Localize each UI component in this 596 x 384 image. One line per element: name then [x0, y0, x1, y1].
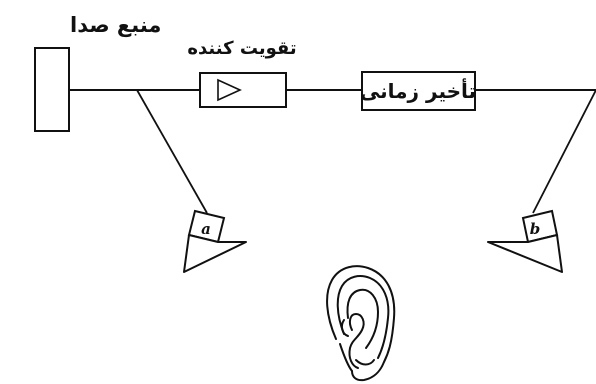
- sound-source-box: [34, 47, 70, 132]
- amplifier-box: [199, 72, 287, 108]
- amplifier-triangle-icon: [217, 78, 242, 102]
- speaker-a-cone: [183, 234, 247, 273]
- amplifier-label: تقویت کننده: [187, 38, 296, 59]
- speaker-b-label: b: [530, 220, 541, 238]
- speaker-a-label: a: [201, 220, 211, 238]
- ear-icon: [326, 265, 396, 382]
- wire-to-speaker-a: [136, 89, 208, 214]
- speaker-b-cone: [487, 234, 563, 273]
- delay-label: تأخیر زمانی: [360, 77, 476, 103]
- speaker-b: b: [487, 209, 563, 273]
- delay-box: [361, 71, 476, 111]
- speaker-a: a: [183, 209, 247, 273]
- sound-source-label: منبع صدا: [70, 13, 161, 37]
- wire-to-speaker-b: [532, 89, 596, 214]
